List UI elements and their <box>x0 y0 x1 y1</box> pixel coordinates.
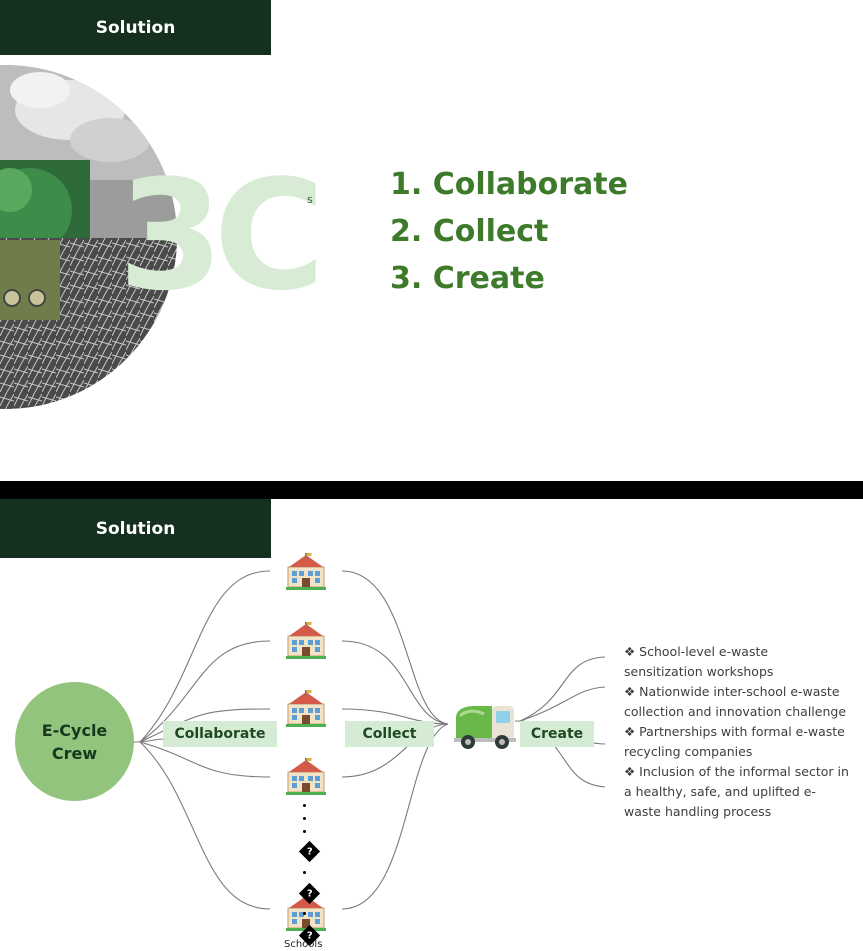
photo-collage-circle <box>0 65 177 409</box>
e-cycle-crew-circle: E-Cycle Crew <box>15 682 134 801</box>
bullet-item: ❖ School-level e-waste sensitization wor… <box>624 644 774 679</box>
bullet-item: ❖ Partnerships with formal e-waste recyc… <box>624 724 845 759</box>
step-collect: 2. Collect <box>390 214 549 249</box>
bullet-item: ❖ Inclusion of the informal sector in a … <box>624 764 849 819</box>
collaborate-stage: Collaborate <box>163 721 277 747</box>
schools-label: Schools <box>284 939 323 950</box>
solution-tab-2: Solution <box>0 499 271 558</box>
step-create: 3. Create <box>390 261 545 296</box>
bullet-item: ❖ Nationwide inter-school e-waste collec… <box>624 684 847 719</box>
school-building-icon <box>286 690 326 727</box>
ellipsis-dot <box>303 871 306 874</box>
ellipsis-dot <box>303 817 306 820</box>
ellipsis-dot <box>303 912 306 915</box>
collect-stage: Collect <box>345 721 434 747</box>
recycling-truck-icon <box>454 706 516 749</box>
solution-tab: Solution <box>0 0 271 55</box>
crew-line-2: Crew <box>51 743 98 763</box>
three-c-heading: 3C <box>118 147 325 324</box>
slide-1: Solution 3C s 1. Collaborate 2. C <box>0 0 628 409</box>
connector-lines <box>133 570 606 910</box>
ellipsis-dot <box>303 804 306 807</box>
school-building-icon <box>286 758 326 795</box>
plural-s: s <box>307 193 313 206</box>
steps-list: 1. Collaborate 2. Collect 3. Create <box>390 165 628 306</box>
school-building-icon <box>286 622 326 659</box>
crew-line-1: E-Cycle <box>41 720 108 740</box>
slide-2: Solution E-Cycle Crew Col <box>0 499 863 951</box>
create-stage: Create <box>520 721 594 747</box>
step-collaborate: 1. Collaborate <box>390 167 628 202</box>
slide-divider <box>0 481 863 499</box>
ellipsis-dot <box>303 830 306 833</box>
create-bullet-list: ❖ School-level e-waste sensitization wor… <box>624 642 849 822</box>
school-building-icon <box>286 553 326 590</box>
